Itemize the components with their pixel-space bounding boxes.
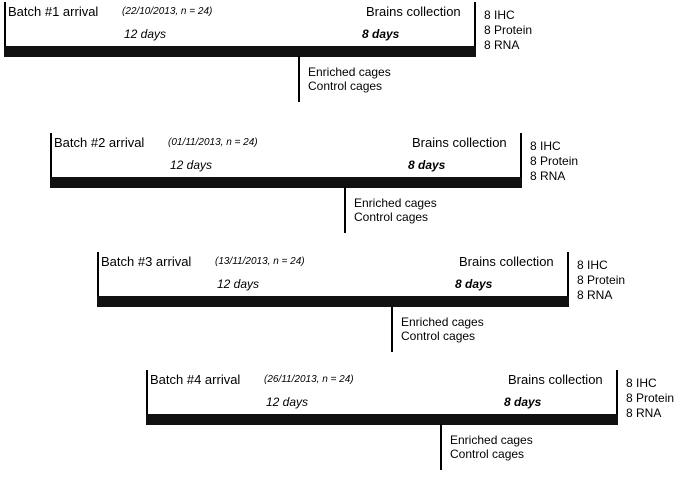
phase1-duration: 12 days	[170, 158, 213, 172]
phase2-duration: 8 days	[362, 27, 400, 41]
batch-2-timeline: Batch #2 arrival (01/11/2013, n = 24) Br…	[50, 133, 610, 253]
collection-tick	[616, 370, 618, 424]
split-tick	[440, 424, 442, 470]
cage-conditions: Enriched cages Control cages	[354, 196, 437, 224]
assay-rna: 8 RNA	[530, 169, 566, 183]
phase2-duration: 8 days	[408, 158, 446, 172]
assay-protein: 8 Protein	[484, 23, 533, 37]
arrival-tick	[4, 2, 6, 56]
enriched-cages-label: Enriched cages	[450, 433, 533, 447]
control-cages-label: Control cages	[450, 447, 525, 461]
assay-ihc: 8 IHC	[626, 376, 657, 390]
assay-ihc: 8 IHC	[484, 8, 515, 22]
assay-list: 8 IHC 8 Protein 8 RNA	[626, 376, 674, 421]
assay-list: 8 IHC 8 Protein 8 RNA	[484, 8, 532, 53]
control-cages-label: Control cages	[401, 329, 476, 343]
cage-conditions: Enriched cages Control cages	[450, 433, 533, 461]
timeline-bar	[97, 296, 569, 307]
arrival-tick	[50, 133, 52, 187]
cage-conditions: Enriched cages Control cages	[308, 65, 391, 93]
assay-protein: 8 Protein	[530, 154, 579, 168]
batch-date-label: (01/11/2013, n = 24)	[168, 137, 258, 148]
control-cages-label: Control cages	[354, 210, 429, 224]
enriched-cages-label: Enriched cages	[354, 196, 437, 210]
timeline-bar	[146, 414, 618, 425]
collection-tick	[474, 2, 476, 56]
assay-list: 8 IHC 8 Protein 8 RNA	[530, 139, 578, 184]
batch-date-label: (26/11/2013, n = 24)	[264, 374, 354, 385]
split-tick	[391, 306, 393, 352]
enriched-cages-label: Enriched cages	[401, 315, 484, 329]
assay-rna: 8 RNA	[577, 288, 613, 302]
batch-arrival-label: Batch #2 arrival	[54, 135, 145, 150]
batch-arrival-label: Batch #1 arrival	[8, 4, 99, 19]
assay-rna: 8 RNA	[484, 38, 520, 52]
phase1-duration: 12 days	[217, 277, 260, 291]
assay-rna: 8 RNA	[626, 406, 662, 420]
enriched-cages-label: Enriched cages	[308, 65, 391, 79]
phase1-duration: 12 days	[124, 27, 167, 41]
arrival-tick	[146, 370, 148, 424]
arrival-tick	[97, 252, 99, 306]
assay-ihc: 8 IHC	[577, 258, 608, 272]
assay-list: 8 IHC 8 Protein 8 RNA	[577, 258, 625, 303]
cage-conditions: Enriched cages Control cages	[401, 315, 484, 343]
batch-arrival-label: Batch #3 arrival	[101, 254, 192, 269]
brains-collection-label: Brains collection	[508, 372, 603, 387]
collection-tick	[567, 252, 569, 306]
timeline-bar	[4, 46, 476, 57]
phase1-duration: 12 days	[266, 395, 309, 409]
batch-arrival-label: Batch #4 arrival	[150, 372, 241, 387]
brains-collection-label: Brains collection	[366, 4, 461, 19]
batch-4-timeline: Batch #4 arrival (26/11/2013, n = 24) Br…	[146, 370, 686, 490]
batch-date-label: (22/10/2013, n = 24)	[122, 6, 213, 17]
batch-3-timeline: Batch #3 arrival (13/11/2013, n = 24) Br…	[97, 252, 657, 372]
assay-ihc: 8 IHC	[530, 139, 561, 153]
collection-tick	[520, 133, 522, 187]
batch-1-timeline: Batch #1 arrival (22/10/2013, n = 24) Br…	[4, 2, 564, 122]
assay-protein: 8 Protein	[626, 391, 675, 405]
assay-protein: 8 Protein	[577, 273, 626, 287]
batch-date-label: (13/11/2013, n = 24)	[215, 256, 305, 267]
brains-collection-label: Brains collection	[459, 254, 554, 269]
brains-collection-label: Brains collection	[412, 135, 507, 150]
control-cages-label: Control cages	[308, 79, 383, 93]
phase2-duration: 8 days	[455, 277, 493, 291]
phase2-duration: 8 days	[504, 395, 542, 409]
timeline-bar	[50, 177, 522, 188]
split-tick	[344, 187, 346, 233]
split-tick	[298, 56, 300, 102]
